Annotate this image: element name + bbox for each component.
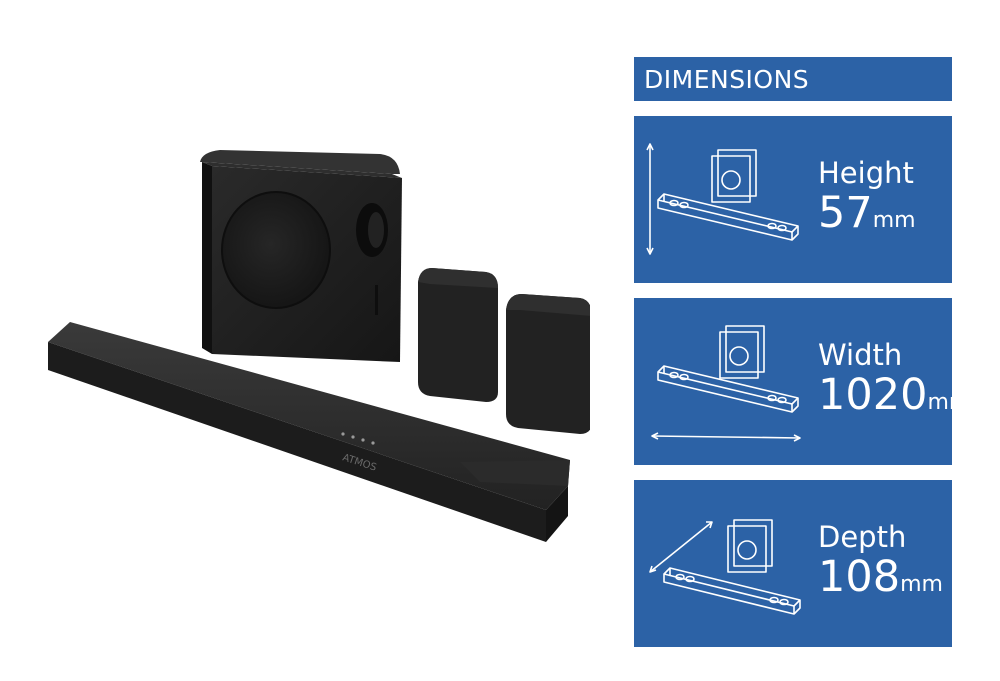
height-card: Height 57mm <box>634 116 952 283</box>
soundbar: ATMOS <box>48 322 570 542</box>
depth-unit: mm <box>900 572 943 597</box>
width-arrow-icon <box>651 325 801 442</box>
soundbar-system-image: ATMOS <box>30 130 592 560</box>
depth-label: Depth <box>818 520 907 554</box>
height-arrow-icon <box>646 143 799 255</box>
height-number: 57 <box>818 188 873 238</box>
soundbar-system-illustration: ATMOS <box>48 150 592 542</box>
height-label: Height <box>818 156 914 190</box>
width-label-block: Width 1020mm <box>818 338 952 427</box>
subwoofer <box>200 150 402 362</box>
height-value: 57mm <box>818 190 916 245</box>
height-unit: mm <box>872 208 916 233</box>
depth-number: 108 <box>818 552 901 602</box>
dimensions-panel: DIMENSIONS Height <box>634 57 952 647</box>
width-number: 1020 <box>818 370 928 420</box>
depth-value: 108mm <box>818 554 943 609</box>
dimensions-header: DIMENSIONS <box>634 57 952 101</box>
depth-card: Depth 108mm <box>634 480 952 647</box>
depth-arrow-icon <box>649 519 801 615</box>
rear-speaker-right <box>506 294 592 434</box>
width-value: 1020mm <box>818 372 952 427</box>
depth-label-block: Depth 108mm <box>818 520 943 609</box>
rear-speaker-left <box>418 268 498 402</box>
height-label-block: Height 57mm <box>818 156 916 245</box>
width-unit: mm <box>927 390 952 415</box>
width-card: Width 1020mm <box>634 298 952 465</box>
width-label: Width <box>818 338 903 372</box>
